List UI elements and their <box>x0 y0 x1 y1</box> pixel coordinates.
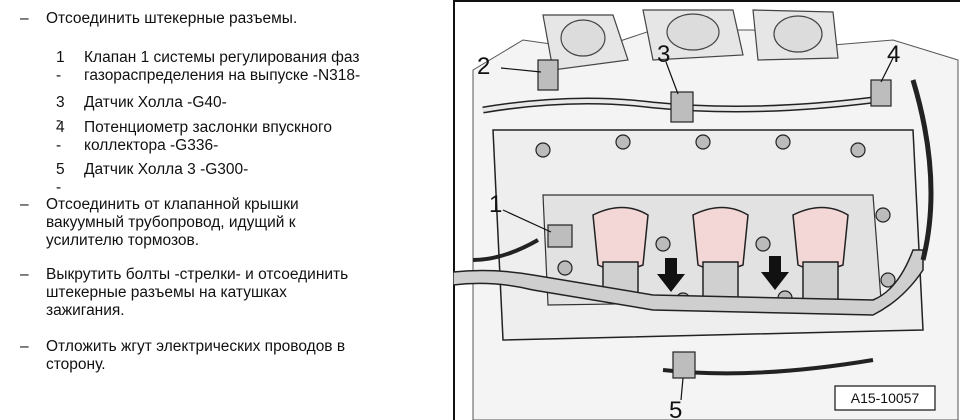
part-label-3: 3 <box>657 41 670 68</box>
part-label-5: 5 <box>669 397 682 420</box>
item-text: Потенциометр заслонки впускного коллекто… <box>84 119 332 154</box>
connector-3 <box>670 91 694 123</box>
step-text: Отложить жгут электрических проводов в с… <box>46 338 346 373</box>
bullet-dash: – <box>20 338 29 355</box>
instruction-text: – Отсоединить штекерные разъемы. 1 - Кла… <box>0 0 445 420</box>
step-text: Отсоединить штекерные разъемы. <box>46 10 298 27</box>
figure-id: A15-10057 <box>851 390 920 406</box>
step-text: Отсоединить от клапанной крышки вакуумны… <box>46 196 299 249</box>
ignition-coils <box>592 206 849 301</box>
bullet-dash: – <box>20 196 29 213</box>
engine-drawing: 1 2 3 4 5 A15-10057 <box>453 0 960 420</box>
side-harness <box>910 79 934 261</box>
item-text: Клапан 1 системы регулирования фаз газор… <box>84 49 361 84</box>
connector-4 <box>870 79 892 107</box>
connector-2 <box>537 59 559 91</box>
bullet-dash: – <box>20 10 29 27</box>
bolt-arrows <box>657 256 789 292</box>
connector-1 <box>547 224 573 248</box>
item-number: 4 - <box>56 119 65 154</box>
item-text: Датчик Холла 3 -G300- <box>84 161 249 178</box>
part-label-1: 1 <box>489 191 502 218</box>
connectors <box>537 59 892 379</box>
sensor-wire <box>472 238 539 262</box>
part-label-4: 4 <box>887 41 900 68</box>
item-number: 1 - <box>56 49 65 84</box>
connector-5 <box>672 351 696 379</box>
item-number: 3 - <box>56 94 65 129</box>
figure-id-box <box>834 385 936 411</box>
intake-manifold <box>542 9 839 71</box>
callout-lines <box>500 57 894 401</box>
item-number: 5 - <box>56 161 65 196</box>
step-text: Выкрутить болты -стрелки- и отсоединить … <box>46 266 349 319</box>
engine-illustration: 1 2 3 4 5 A15-10057 <box>453 0 960 420</box>
item-text: Датчик Холла -G40- <box>84 94 227 111</box>
part-label-2: 2 <box>477 53 490 80</box>
bullet-dash: – <box>20 266 29 283</box>
